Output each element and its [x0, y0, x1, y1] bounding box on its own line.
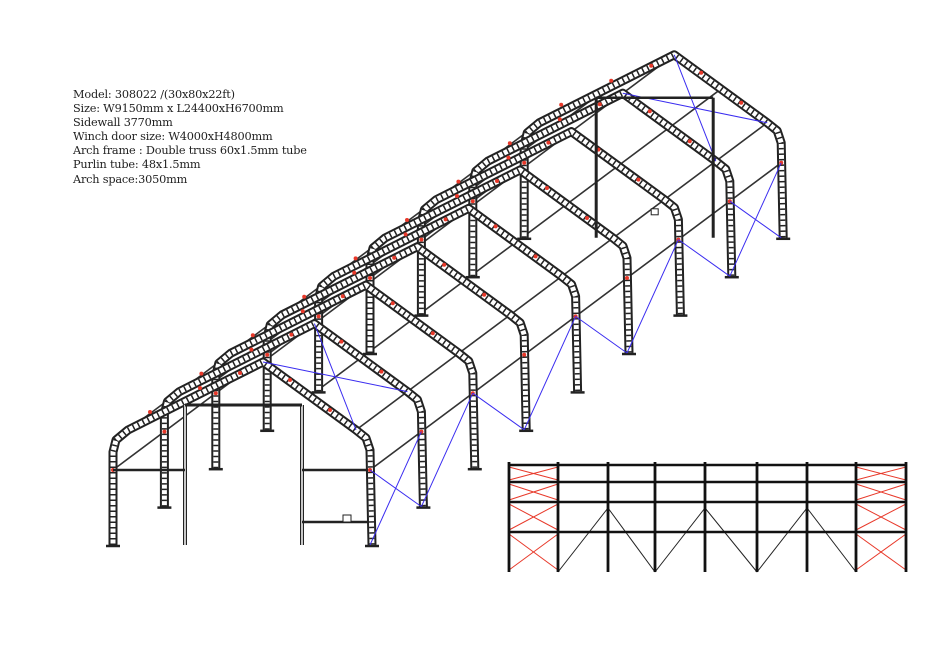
joint-marker — [213, 391, 218, 396]
joint-marker — [430, 331, 435, 336]
joint-marker — [522, 352, 527, 357]
joint-marker — [442, 262, 447, 267]
joint-marker — [522, 160, 527, 165]
spec-door: Winch door size: W4000xH4800mm — [73, 130, 273, 144]
joint-marker — [456, 179, 461, 184]
joint-marker — [482, 292, 487, 297]
joint-marker — [403, 232, 408, 237]
joint-marker — [368, 276, 372, 280]
roof-bracing — [313, 323, 357, 431]
joint-marker — [302, 294, 307, 299]
front-door-frame — [113, 403, 368, 545]
spec-purlin: Purlin tube: 48x1.5mm — [73, 158, 201, 172]
joint-marker — [250, 333, 255, 338]
side-cross-bracing — [855, 483, 907, 501]
joint-marker — [470, 199, 475, 204]
side-cross-bracing — [855, 466, 907, 481]
wall-bracing — [420, 392, 474, 507]
joint-marker — [495, 179, 499, 183]
joint-marker — [148, 410, 152, 414]
side-cross-bracing — [508, 466, 559, 481]
spec-sidewall: Sidewall 3770mm — [73, 116, 173, 130]
side-knee-brace — [806, 507, 857, 573]
side-cross-bracing — [508, 533, 559, 571]
joint-marker — [559, 102, 564, 107]
wall-bracing — [523, 316, 577, 431]
joint-marker — [493, 224, 498, 229]
joint-marker — [300, 309, 305, 314]
joint-marker — [455, 194, 459, 198]
joint-marker — [609, 78, 614, 83]
joint-marker — [198, 386, 202, 390]
joint-marker — [739, 100, 744, 105]
joint-marker — [162, 429, 167, 434]
side-cross-bracing — [508, 483, 559, 501]
bracing-group — [262, 54, 782, 546]
joint-marker — [647, 109, 652, 114]
joint-marker — [625, 276, 629, 280]
joint-marker — [288, 378, 292, 382]
spec-model: Model: 308022 /(30x80x22ft) — [73, 88, 235, 101]
side-knee-brace — [557, 507, 609, 573]
wall-bracing — [369, 431, 422, 546]
wall-bracing — [472, 392, 525, 431]
joint-marker — [249, 347, 254, 352]
joint-marker — [699, 70, 704, 75]
roof-bracing — [673, 54, 717, 162]
joint-marker — [328, 408, 332, 412]
joint-marker — [353, 256, 358, 261]
joint-marker — [390, 301, 395, 306]
joint-marker — [506, 155, 511, 160]
side-knee-brace — [607, 507, 656, 573]
joint-marker — [419, 237, 424, 242]
wall-bracing — [678, 239, 731, 277]
joint-marker — [585, 216, 589, 220]
joint-marker — [405, 218, 409, 222]
joint-marker — [597, 102, 602, 107]
joint-marker — [289, 332, 294, 337]
joint-marker — [557, 117, 562, 122]
side-knee-brace — [756, 507, 808, 573]
spec-size: Size: W9150mm x L24400xH6700mm — [73, 102, 284, 116]
winch-box — [342, 514, 352, 523]
side-cross-bracing — [855, 533, 907, 571]
side-elevation — [507, 462, 908, 573]
joint-marker — [533, 254, 538, 259]
rear-door-frame — [594, 96, 715, 238]
joint-marker — [392, 255, 397, 260]
winch-box — [650, 208, 659, 216]
joint-marker — [316, 314, 321, 319]
spec-text-block: Model: 308022 /(30x80x22ft) Size: W9150m… — [73, 88, 307, 187]
wall-bracing — [626, 239, 679, 354]
joint-marker — [649, 63, 654, 68]
joint-marker — [352, 270, 357, 275]
joint-marker — [265, 352, 270, 357]
wall-bracing — [575, 315, 628, 354]
joint-marker — [379, 369, 384, 374]
joint-marker — [636, 177, 641, 182]
joint-marker — [340, 294, 345, 299]
spec-arch-frame: Arch frame : Double truss 60x1.5mm tube — [73, 144, 307, 158]
side-knee-brace — [704, 507, 758, 573]
joint-marker — [545, 186, 549, 190]
joint-marker — [687, 139, 692, 144]
joint-marker — [238, 371, 242, 375]
side-cross-bracing — [508, 503, 559, 531]
joint-marker — [546, 140, 551, 145]
side-cross-bracing — [855, 503, 907, 531]
joint-marker — [507, 141, 512, 146]
joint-marker — [443, 217, 448, 222]
spec-arch-space: Arch space:3050mm — [73, 172, 188, 186]
joint-marker — [339, 339, 344, 344]
wall-bracing — [729, 162, 782, 277]
side-knee-brace — [654, 507, 706, 573]
joint-marker — [199, 371, 204, 376]
